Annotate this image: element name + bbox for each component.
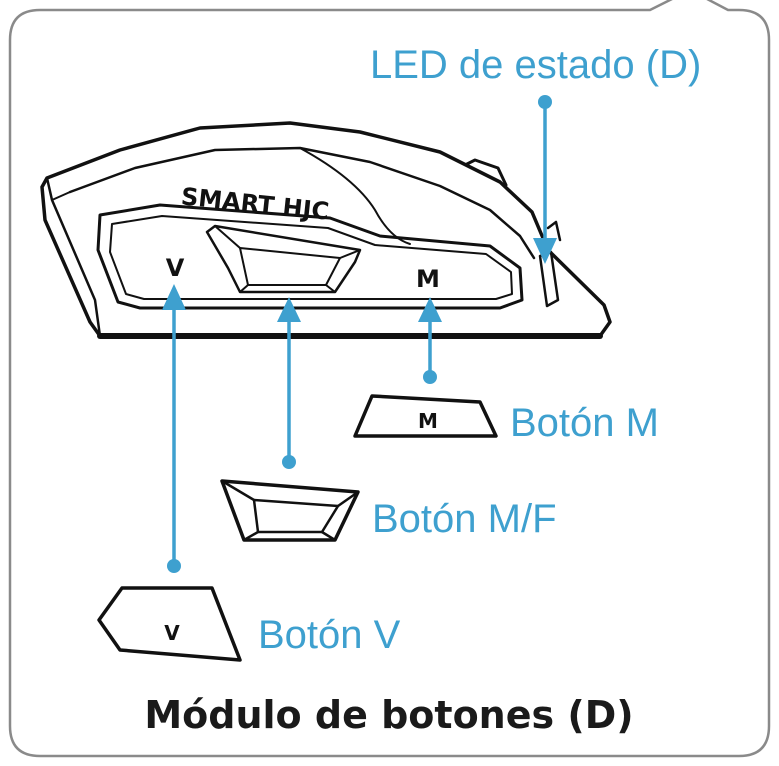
v-callout-arrow — [162, 284, 186, 310]
device-left-cap — [45, 176, 102, 338]
intercom-device — [40, 121, 612, 339]
device-center-button — [205, 224, 362, 294]
button-caps — [97, 394, 498, 662]
v-button-cap — [97, 586, 242, 662]
device-key-m-label: M — [416, 265, 440, 293]
device-right-corner — [546, 220, 562, 242]
device-front-panel-inner — [109, 215, 513, 300]
m-callout-arrow — [418, 297, 442, 322]
v-button-label: Botón V — [258, 613, 401, 657]
m-button-cap — [353, 394, 498, 438]
device-top-face — [68, 146, 536, 260]
m-button-cap-label: M — [418, 409, 438, 433]
callout-lines — [162, 95, 557, 573]
led-label: LED de estado (D) — [370, 43, 701, 87]
v-button-cap-label: V — [164, 621, 180, 645]
mf-callout-dot — [282, 455, 296, 469]
m-callout-dot — [423, 370, 437, 384]
mf-button-cap-inner — [252, 498, 340, 534]
mf-callout-arrow — [277, 297, 301, 322]
mf-button-label: Botón M/F — [372, 497, 557, 541]
device-front-panel — [96, 203, 524, 310]
led-callout-dot — [538, 95, 552, 109]
m-button-label: Botón M — [510, 401, 659, 445]
device-key-v-label: V — [166, 254, 185, 282]
led-callout-arrow — [533, 238, 557, 264]
device-left-cap-inner — [51, 191, 71, 201]
v-callout-dot — [167, 559, 181, 573]
device-outline — [40, 121, 612, 338]
diagram-caption: Módulo de botones (D) — [144, 693, 633, 737]
